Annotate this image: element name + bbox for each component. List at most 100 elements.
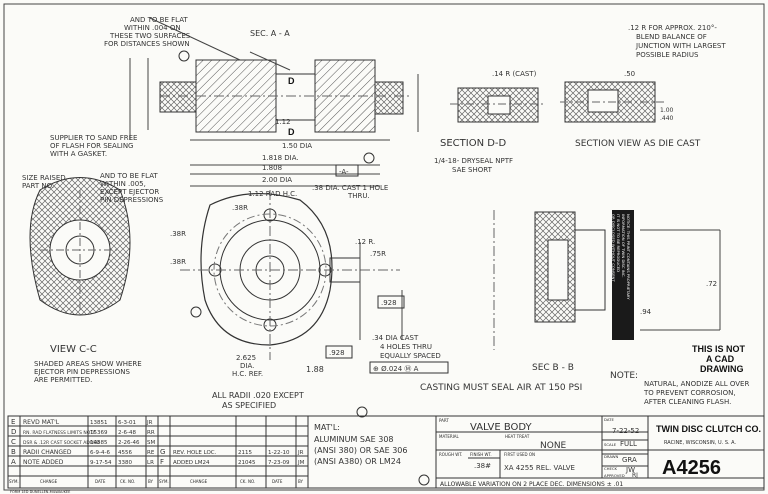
pipe-note-line2: SAE SHORT	[452, 166, 493, 174]
note-label: NOTE:	[610, 371, 638, 381]
supplier-line3: WITH A GASKET.	[50, 150, 107, 158]
finish-wt-label: FINISH WT.	[470, 452, 492, 457]
position-tolerance-frame	[369, 361, 449, 374]
shaded-note-line1: SHADED AREAS SHOW WHERE	[34, 360, 142, 368]
form-number: FORM 1ED DUNELLEN-MILWAUKEE	[10, 490, 70, 494]
rev-change-d: RN. RAD FLATNESS LIMITS NOTE	[23, 430, 96, 436]
radii-note-line2: AS SPECIFIED	[222, 401, 276, 410]
dim-75r: .75R	[370, 250, 386, 258]
holes-note-line2: 4 HOLES THRU	[380, 343, 432, 351]
rev-by-d: RR	[147, 430, 155, 436]
dim-150-dia: 1.50 DIA	[282, 142, 312, 150]
rev-ck-e: 13851	[90, 420, 108, 426]
rev-change-b: RADII CHANGED	[23, 449, 72, 456]
finish-wt-value: .38#	[474, 462, 491, 470]
main-plan-view	[180, 190, 403, 360]
supplier-line1: SUPPLIER TO SAND FREE	[50, 134, 137, 142]
first-used-label: FIRST USED ON	[504, 452, 535, 457]
title-block-frame	[7, 415, 765, 489]
dim-188: 1.88	[306, 365, 324, 374]
shaded-note-line3: ARE PERMITTED.	[34, 376, 92, 384]
bolt-circle-note: 1.12 RAD H.C.	[248, 190, 297, 198]
rev-by-e: JR	[146, 420, 153, 426]
company-name: TWIN DISC CLUTCH CO.	[656, 424, 761, 434]
dia-note-line2: DIA.	[240, 362, 254, 370]
drawn-value: GRA	[622, 456, 637, 464]
dim-38r-2: .38R	[170, 230, 186, 238]
dim-38r-1: .38R	[232, 204, 248, 212]
scale-label: SCALE	[604, 442, 617, 447]
finish-note-line1: NATURAL, ANODIZE ALL OVER	[644, 380, 749, 388]
flat-note-2-line4: PIN DEPRESSIONS	[100, 196, 164, 204]
rev-change-e: REVD MAT'L	[23, 419, 60, 426]
radius-note-line2: BLEND BALANCE OF	[636, 33, 707, 41]
radius-note-line1: .12 R FOR APPROX. 210°-	[628, 24, 717, 32]
seal-air-note: CASTING MUST SEAL AIR AT 150 PSI	[420, 383, 582, 393]
part-label: PART	[439, 418, 449, 423]
cast-hole-line1: .38 DIA. CAST 1 HOLE	[312, 184, 388, 192]
holes-note-line3: EQUALLY SPACED	[380, 352, 441, 360]
rev-sym-g: G	[160, 448, 165, 456]
holes-note-line1: .34 DIA CAST	[372, 334, 419, 342]
rev-ck-b: 6-9-4-6	[90, 450, 110, 456]
section-die-cast	[560, 81, 665, 123]
datum-a: -A-	[339, 168, 349, 176]
raised-note-line2: PART NO.	[22, 182, 54, 190]
tolerance-note: ALLOWABLE VARIATION ON 2 PLACE DEC. DIME…	[440, 481, 623, 488]
rev-sym-a: A	[11, 458, 16, 466]
drawn-label: DRAWN	[604, 454, 619, 459]
revision-markers	[178, 50, 430, 486]
rough-wt-label: ROUGH WT.	[439, 452, 462, 457]
approved-value: RJ	[632, 472, 638, 479]
flat-note-1-line3: THESE TWO SURFACES	[109, 32, 191, 40]
svg-text:D: D	[288, 127, 295, 137]
rev-change-g: REV. HOLE LOC.	[173, 450, 217, 456]
supplier-note: SUPPLIER TO SAND FREE OF FLASH FOR SEALI…	[50, 134, 137, 158]
dim-928-box-2	[325, 345, 353, 359]
revision-table: E REVD MAT'L 13851 6-3-01 JR D RN. RAD F…	[9, 418, 305, 484]
heat-treat-value: NONE	[540, 441, 567, 451]
company-location: RACINE, WISCONSIN, U. S. A.	[664, 440, 736, 446]
flat-note-2-line3: EXCEPT EJECTOR	[100, 188, 159, 196]
dim-1818: 1.818 DIA.	[262, 154, 299, 162]
sec-die-label: SECTION VIEW AS DIE CAST	[575, 139, 701, 149]
stamp-line2: INFORMATION OF TWIN DISC INC.	[621, 214, 626, 278]
dia-note-line1: 2.625	[236, 354, 256, 362]
dim-12r: .12 R.	[355, 238, 375, 246]
rev-header-sym2: SYM.	[159, 479, 169, 484]
sheet-border	[3, 3, 765, 491]
rev-header-ckno: CK. NO.	[120, 479, 135, 484]
dim-928-1: .928	[381, 299, 397, 307]
dim-928-box-1	[377, 295, 405, 309]
flat-note-1-line4: FOR DISTANCES SHOWN	[104, 40, 190, 48]
radius-note-line4: POSSIBLE RADIUS	[636, 51, 699, 59]
matl-line2: (ANSI 380) OR SAE 306	[314, 446, 407, 455]
supplier-line2: OF FLASH FOR SEALING	[50, 142, 133, 150]
section-a-a: D D	[129, 17, 419, 187]
rev-header-change2: CHANGE	[190, 479, 208, 484]
stamp-line1: NOTICE: THIS PRINT CONTAINS PROPRIETARY	[626, 214, 631, 300]
dim-100: .72	[706, 280, 717, 288]
dim-14r-cast: .14 R (CAST)	[492, 70, 537, 78]
rev-ck-c: 14885	[90, 440, 108, 446]
flat-note-1-line1: AND TO BE FLAT	[130, 16, 188, 24]
sec-bb-label: SEC B - B	[532, 363, 574, 373]
rev-sym-f: F	[160, 458, 164, 466]
dim-72: .50	[624, 70, 635, 78]
radius-note-line3: JUNCTION WITH LARGEST	[635, 42, 726, 50]
shaded-note-line2: EJECTOR PIN DEPRESSIONS	[34, 368, 130, 376]
flat-note-2-line1: AND TO BE FLAT	[100, 172, 158, 180]
sec-aa-label: SEC. A - A	[250, 29, 290, 38]
rev-date-d: 2-6-48	[118, 430, 136, 436]
rev-header-date: DATE	[95, 479, 106, 484]
flat-note-1: AND TO BE FLAT WITHIN .004 ON THESE TWO …	[104, 16, 191, 48]
datum-a-box	[335, 164, 359, 177]
notice-stamp: NOTICE: THIS PRINT CONTAINS PROPRIETARY …	[611, 210, 634, 340]
matl-line3: (ANSI A380) OR LM24	[314, 457, 401, 466]
rev-ck-f: 21045	[238, 460, 256, 466]
rev-sym-e: E	[11, 418, 15, 426]
check-label: CHECK	[604, 466, 618, 471]
rev-by-c: SM	[147, 440, 155, 446]
dim-50: .94	[640, 308, 652, 316]
